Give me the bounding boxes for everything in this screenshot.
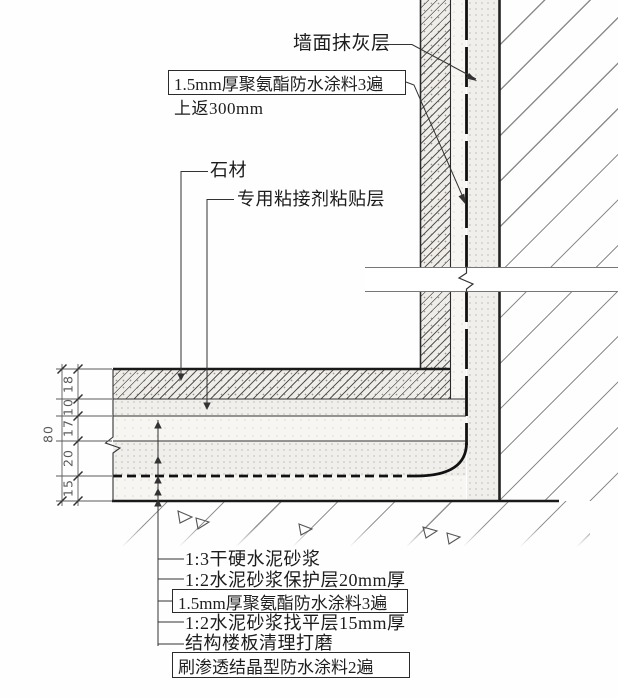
dim-seg-18: 18 [60,375,76,393]
dimension-ticks [56,363,84,507]
adhesive-layer [113,399,466,416]
dim-total: 80 [40,425,56,443]
leveling-layer [113,476,466,501]
dim-seg-17: 17 [60,419,76,437]
callout-waterproof-boxed: 1.5mm厚聚氨酯防水涂料3遍 [172,589,408,613]
structural-slab-hatch [112,501,590,547]
upturn-note-label: 上返300mm [174,99,264,118]
wall-plaster-label: 墙面抹灰层 [293,33,391,54]
wall-plaster-base-band [467,0,499,501]
protection-layer [113,441,466,476]
concrete-triangle-symbols [177,510,462,545]
waterproof-upturn-boxed-label: 1.5mm厚聚氨酯防水涂料3遍 [168,70,406,95]
callout-leveling-layer: 1:2水泥砂浆找平层15mm厚 [185,613,406,633]
callout-slab-cleaning: 结构楼板清理打磨 [185,633,333,653]
wall-plaster-finish-band [421,0,450,369]
dim-seg-10: 10 [60,398,76,416]
callout-crystalline-boxed: 刷渗透结晶型防水涂料2遍 [172,652,410,678]
callout-ticks [158,558,184,645]
dim-seg-20: 20 [60,449,76,467]
wall-bonding-mortar-band [450,0,466,399]
dry-mortar-layer [113,416,466,441]
adhesive-label: 专用粘接剂粘贴层 [237,189,385,209]
callout-protection-layer: 1:2水泥砂浆保护层20mm厚 [185,570,406,590]
callout-arrowheads [154,421,162,507]
callout-dry-mortar: 1:3干硬水泥砂浆 [185,549,321,569]
structural-wall-hatch [500,0,618,501]
dim-seg-15: 15 [60,479,76,497]
stone-floor-layer [113,370,450,399]
stone-label: 石材 [210,160,247,180]
